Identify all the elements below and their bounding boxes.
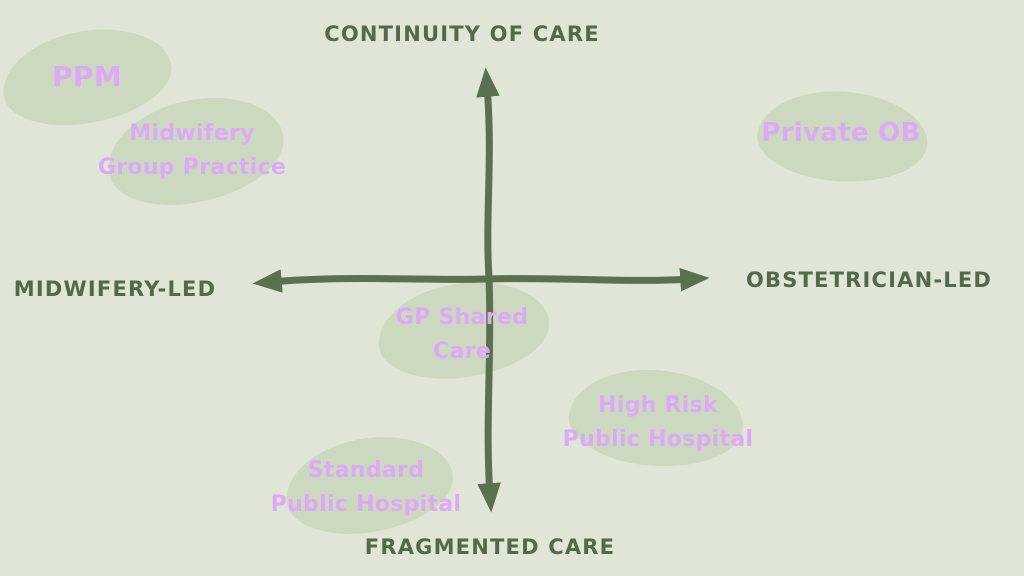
- item-high-risk-public-hospital: High Risk Public Hospital: [538, 359, 778, 477]
- item-label: GP Shared Care: [395, 305, 529, 364]
- item-standard-public-hospital: Standard Public Hospital: [246, 428, 486, 543]
- item-midwifery-group-practice: Midwifery Group Practice: [82, 85, 302, 217]
- item-label: High Risk Public Hospital: [562, 393, 754, 452]
- axis-label-midwifery-led: MIDWIFERY-LED: [13, 277, 217, 301]
- axis-label-continuity-of-care: CONTINUITY OF CARE: [324, 22, 600, 46]
- axis-label-obstetrician-led: OBSTETRICIAN-LED: [745, 268, 993, 292]
- item-label: Standard Public Hospital: [270, 458, 462, 517]
- axis-label-fragmented-care: FRAGMENTED CARE: [364, 535, 616, 559]
- item-private-ob: Private OB: [731, 82, 951, 191]
- item-label: Private OB: [761, 118, 921, 148]
- item-label: PPM: [52, 60, 122, 93]
- item-ppm: PPM: [0, 19, 187, 135]
- item-label: Midwifery Group Practice: [97, 121, 287, 180]
- item-gp-shared-care: GP Shared Care: [362, 274, 562, 387]
